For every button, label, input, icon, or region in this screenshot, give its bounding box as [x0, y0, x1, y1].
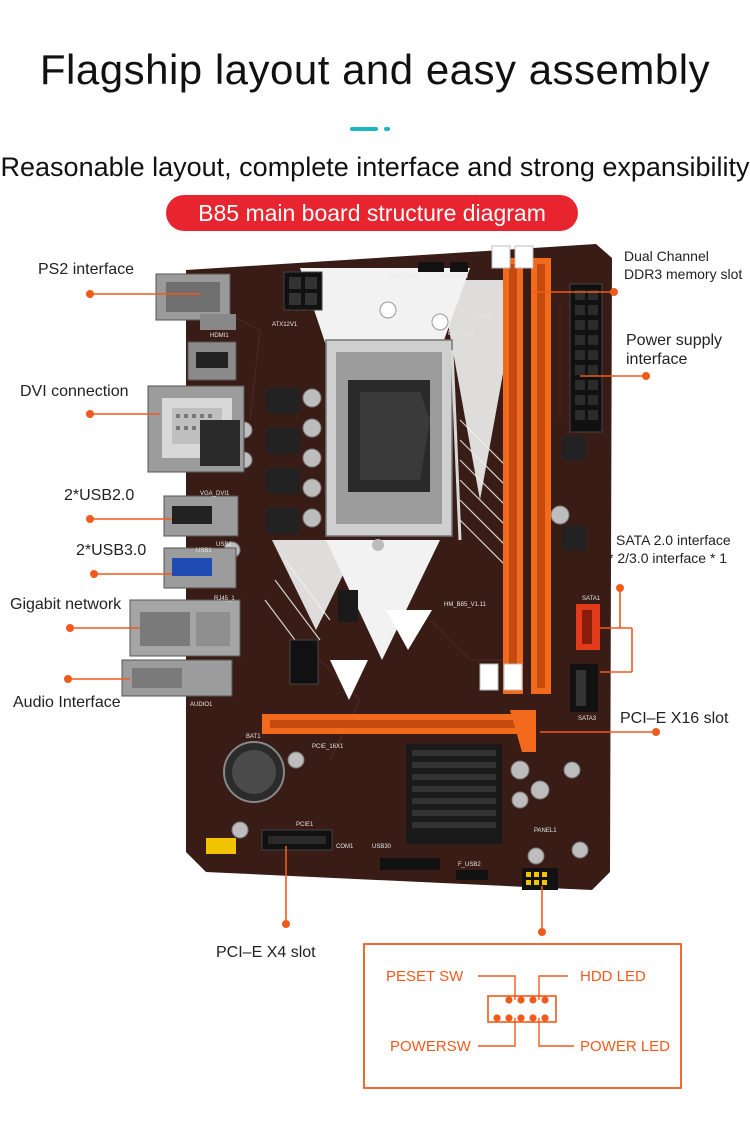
silk-atx12v: ATX12V1	[272, 322, 298, 328]
silk-rj45: RJ45_1	[214, 596, 235, 602]
callout-lan: Gigabit network	[10, 596, 122, 613]
front-panel-header	[522, 868, 558, 890]
audio-header	[206, 838, 236, 854]
dvi-port	[147, 385, 245, 473]
silk-lga: LGA1150	[448, 331, 474, 337]
audio-port	[121, 659, 233, 697]
callout-ddr3-line2: DDR3 memory slot	[624, 266, 743, 282]
atx12v-connector	[283, 271, 323, 311]
m2-slot	[289, 639, 319, 685]
atx-power-connector	[569, 283, 603, 433]
callout-pcie16: PCI–E X16 slot	[620, 710, 729, 727]
hdmi-port	[187, 341, 237, 381]
callout-dvi: DVI connection	[20, 383, 129, 400]
silk-panel: PANEL1	[534, 828, 557, 834]
silk-pcie1: PCIE1	[296, 822, 314, 828]
silk-sata3: SATA3	[578, 716, 597, 722]
usb30-header	[380, 858, 440, 870]
callout-usb3: 2*USB3.0	[76, 542, 147, 559]
ddr3-memory-slots	[479, 245, 551, 694]
silk-f-usb: F_USB2	[458, 862, 481, 868]
callout-ddr3-line1: Dual Channel	[624, 248, 709, 264]
pch-heatsink	[406, 744, 502, 844]
callout-sata-line1: SATA 2.0 interface	[616, 532, 731, 548]
pin-label-power-sw: POWERSW	[390, 1038, 471, 1055]
callout-power-line2: interface	[626, 351, 688, 368]
silk-bat: BAT1	[246, 734, 261, 740]
lan-port	[129, 599, 241, 657]
silk-usb1: USB1	[196, 548, 212, 554]
silk-com: COM1	[336, 844, 354, 850]
title-accent-dot	[384, 127, 390, 131]
pin-label-power-led: POWER LED	[580, 1038, 671, 1055]
silk-vga-dvi: VGA_DVI1	[200, 491, 230, 497]
callout-pcie4: PCI–E X4 slot	[216, 944, 316, 961]
silk-cpu-fan: CPU_FAN	[390, 275, 418, 281]
sata-ports	[570, 604, 600, 712]
pcie-x4-slot	[261, 829, 333, 851]
pin-label-hdd: HDD LED	[580, 968, 646, 985]
silk-hdmi: HDMI1	[210, 333, 229, 339]
silk-usb30: USB30	[372, 844, 392, 850]
sys-fan-header	[450, 262, 468, 272]
page-title: Flagship layout and easy assembly	[39, 46, 711, 93]
silk-pcie16: PCIE_16X1	[312, 744, 344, 750]
front-panel-detail-box	[363, 943, 682, 1089]
page-subtitle: Reasonable layout, complete interface an…	[0, 152, 750, 182]
cpu-fan-header	[418, 262, 444, 272]
silk-model: HM_B85_V1.11	[444, 602, 487, 608]
callout-dots	[64, 288, 660, 936]
pcie-x16-slot	[262, 710, 536, 752]
pin-label-reset: PESET SW	[386, 968, 464, 985]
board-graphic-art	[264, 268, 520, 700]
usb3-ports	[163, 547, 237, 589]
callout-audio: Audio Interface	[13, 694, 121, 711]
silk-sys-fan: CSYSFAN	[440, 274, 468, 280]
callout-sata-line2: * 2/3.0 interface * 1	[608, 550, 728, 566]
f-usb-header	[456, 870, 488, 880]
callout-ps2: PS2 interface	[38, 261, 135, 278]
diagram-title-badge: B85 main board structure diagram	[166, 195, 578, 231]
silk-audio: AUDIO1	[190, 702, 213, 708]
silk-usb2: USB2	[216, 542, 232, 548]
ps2-port	[155, 273, 236, 330]
usb2-ports	[163, 495, 239, 537]
silk-sata1: SATA1	[582, 596, 601, 602]
cmos-battery	[223, 741, 285, 803]
silk-cpu1: CPU1	[474, 314, 491, 320]
pin-header	[338, 590, 358, 622]
callout-lines	[68, 291, 656, 932]
callout-power-line1: Power supply	[626, 332, 723, 349]
callout-usb2: 2*USB2.0	[64, 487, 135, 504]
cpu-socket	[325, 301, 462, 551]
title-accent-dash	[350, 127, 378, 131]
